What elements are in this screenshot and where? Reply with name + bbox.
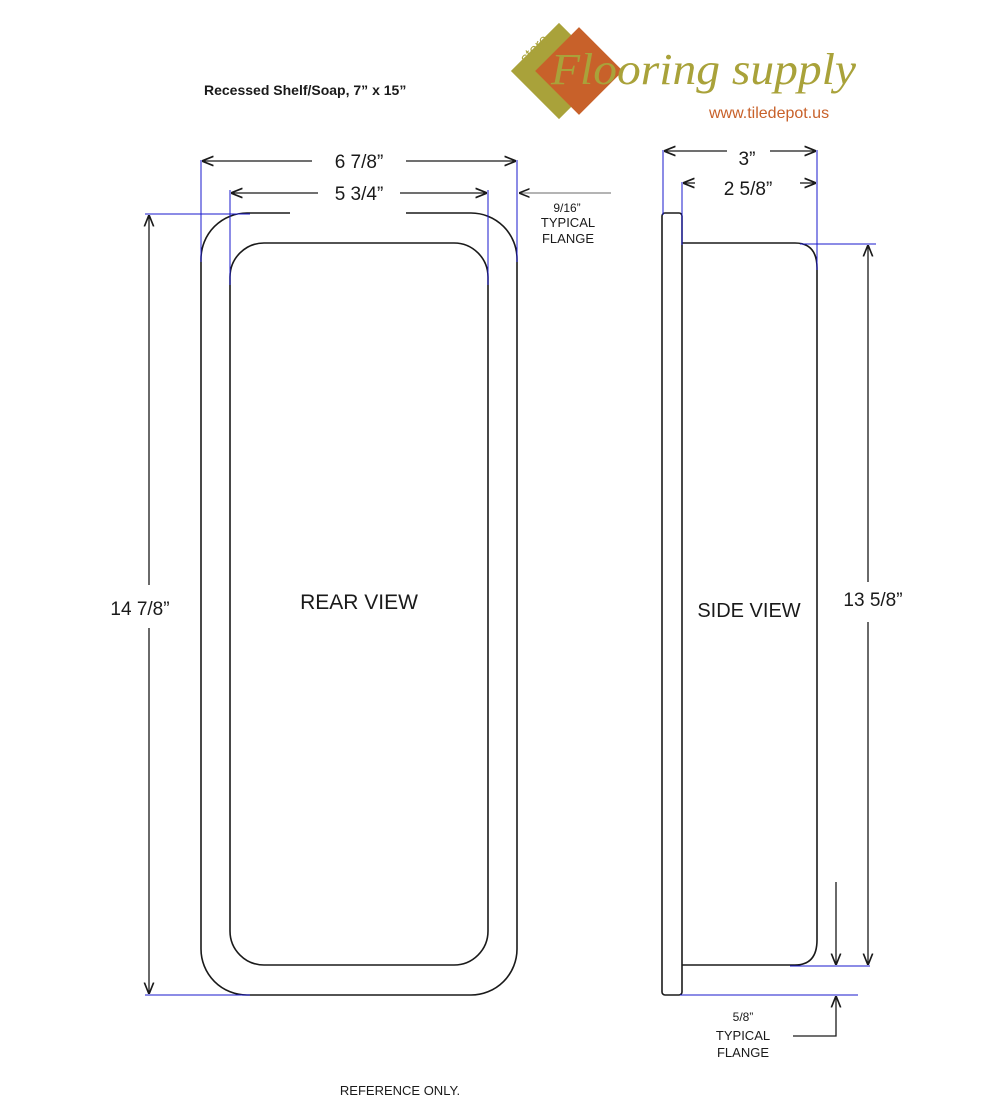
logo-url: www.tiledepot.us	[708, 105, 829, 122]
rear-height-label: 14 7/8”	[110, 599, 169, 620]
logo-brand-name: Flooring supply	[550, 45, 857, 94]
logo-diamond-orange	[535, 27, 623, 115]
side-flange-size: 5/8”	[733, 1010, 754, 1024]
side-inner-depth-label: 2 5/8”	[724, 179, 773, 200]
flooring-supply-logo: store Flooring supply www.tiledepot.us	[510, 22, 857, 122]
side-flange-line1: TYPICAL	[716, 1028, 770, 1043]
reference-note: REFERENCE ONLY.	[340, 1083, 460, 1098]
rear-view: 6 7/8” 5 3/4” 9/16” TYPICAL FLANGE 14 7/…	[110, 152, 611, 996]
side-view-label: SIDE VIEW	[697, 600, 800, 622]
rear-inner-outline	[229, 242, 489, 966]
side-flange-outline	[661, 212, 683, 996]
side-outer-depth-label: 3”	[739, 149, 756, 170]
side-height-label: 13 5/8”	[843, 590, 902, 611]
side-view: 3” 2 5/8” 13 5/8” 5/8” TYPICAL FLANGE SI…	[661, 149, 903, 1060]
rear-flange-line2: FLANGE	[542, 231, 594, 246]
side-flange-line2: FLANGE	[717, 1045, 769, 1060]
side-flange-arrow-up	[793, 997, 836, 1037]
rear-outer-width-label: 6 7/8”	[335, 152, 384, 173]
rear-inner-width-label: 5 3/4”	[335, 184, 384, 205]
rear-flange-line1: TYPICAL	[541, 215, 595, 230]
rear-flange-size: 9/16”	[553, 201, 580, 215]
rear-view-label: REAR VIEW	[300, 591, 418, 614]
rear-label-gap	[290, 206, 406, 220]
drawing-title: Recessed Shelf/Soap, 7” x 15”	[204, 82, 406, 98]
